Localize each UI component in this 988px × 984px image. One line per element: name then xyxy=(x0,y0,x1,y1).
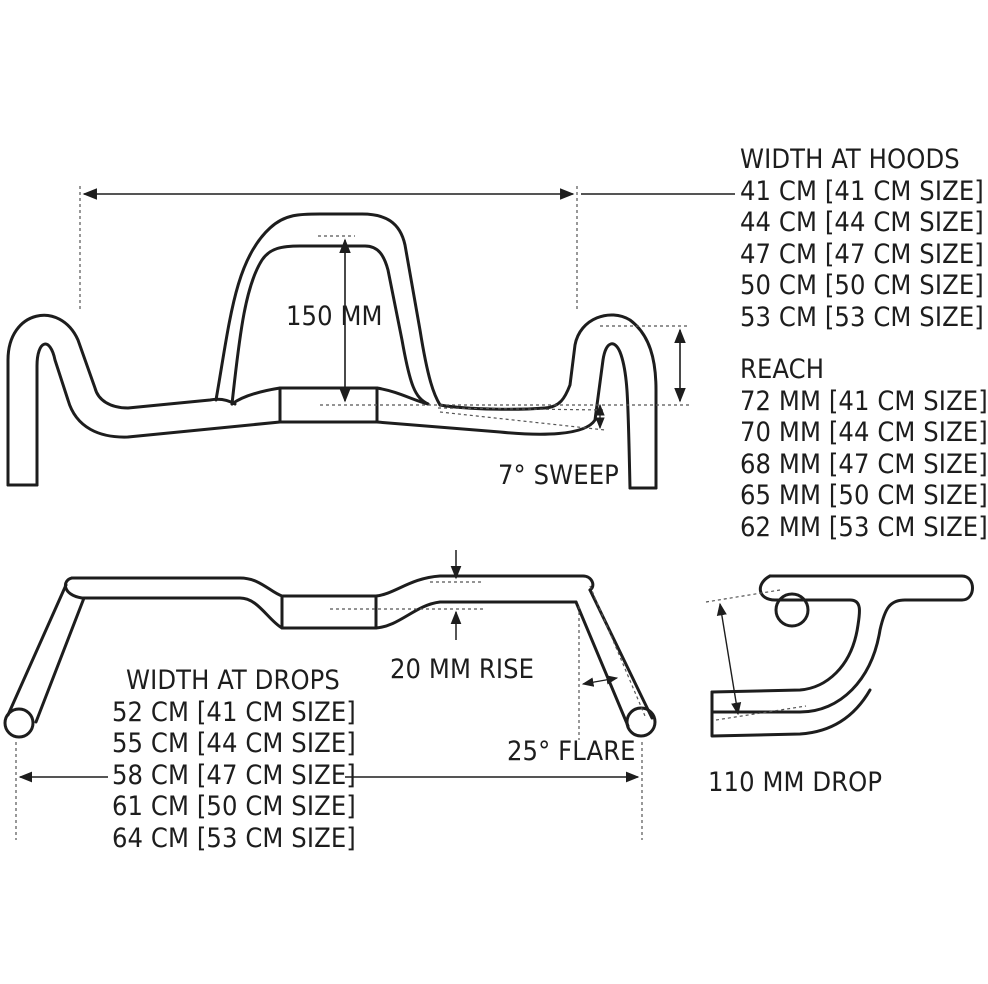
rise-label: 20 MM RISE xyxy=(390,654,535,685)
center-loop-inner xyxy=(230,244,430,406)
loop-base-right xyxy=(375,386,430,406)
reach-title: REACH xyxy=(740,354,825,385)
drops-size-row: 52 CM [41 CM SIZE] xyxy=(112,696,356,728)
sweep-label: 7° SWEEP xyxy=(498,460,619,491)
drops-size-row: 58 CM [47 CM SIZE] xyxy=(112,759,356,791)
drops-width-title: WIDTH AT DROPS xyxy=(126,665,340,696)
drops-width-table: WIDTH AT DROPS 52 CM [41 CM SIZE] 55 CM … xyxy=(112,665,356,854)
drops-size-row: 61 CM [50 CM SIZE] xyxy=(112,791,356,822)
right-drop-inner xyxy=(375,342,632,490)
reach-table: REACH 72 MM [41 CM SIZE] 70 MM [44 CM SI… xyxy=(740,354,988,543)
left-bar-end xyxy=(3,707,35,739)
side-stem-clamp xyxy=(774,592,810,628)
reach-size-row: 70 MM [44 CM SIZE] xyxy=(740,417,988,448)
hoods-size-row: 41 CM [41 CM SIZE] xyxy=(740,175,984,207)
center-clamp xyxy=(278,386,379,424)
top-view-dimensions xyxy=(15,550,646,840)
center-loop xyxy=(214,212,442,407)
right-bar-end xyxy=(625,706,657,738)
loop-base-left xyxy=(230,386,282,406)
front-view-handlebar xyxy=(6,212,658,490)
front-view-dimensions xyxy=(79,186,735,431)
right-flare-bar xyxy=(574,588,654,728)
hoods-size-row: 44 CM [44 CM SIZE] xyxy=(740,207,984,238)
right-drop-outline xyxy=(438,313,658,490)
hoods-size-row: 50 CM [50 CM SIZE] xyxy=(740,270,984,301)
reach-size-row: 72 MM [41 CM SIZE] xyxy=(740,385,988,417)
drops-size-row: 55 CM [44 CM SIZE] xyxy=(112,728,356,759)
drop-label: 110 MM DROP xyxy=(708,767,883,798)
stack-label: 150 MM xyxy=(286,301,383,332)
left-drop-inner xyxy=(35,342,282,487)
reach-size-row: 68 MM [47 CM SIZE] xyxy=(740,448,988,480)
drops-size-row: 64 CM [53 CM SIZE] xyxy=(112,822,356,854)
top-view-handlebar xyxy=(3,574,657,739)
hoods-width-table: WIDTH AT HOODS 41 CM [41 CM SIZE] 44 CM … xyxy=(740,144,984,333)
top-view-bar-lower xyxy=(64,576,578,630)
side-drop-inner xyxy=(710,574,862,694)
side-drop-outer xyxy=(710,574,974,714)
left-flare-bar xyxy=(6,583,86,724)
reach-size-row: 62 MM [53 CM SIZE] xyxy=(740,511,988,543)
left-drop-outline xyxy=(6,313,237,487)
top-view-bar-upper xyxy=(70,574,595,598)
side-view-dimensions xyxy=(705,589,807,721)
side-view-handlebar xyxy=(710,574,974,738)
hoods-size-row: 47 CM [47 CM SIZE] xyxy=(740,238,984,270)
flare-label: 25° FLARE xyxy=(507,736,636,767)
hoods-width-title: WIDTH AT HOODS xyxy=(740,144,960,175)
reach-size-row: 65 MM [50 CM SIZE] xyxy=(740,480,988,511)
hoods-size-row: 53 CM [53 CM SIZE] xyxy=(740,301,984,333)
